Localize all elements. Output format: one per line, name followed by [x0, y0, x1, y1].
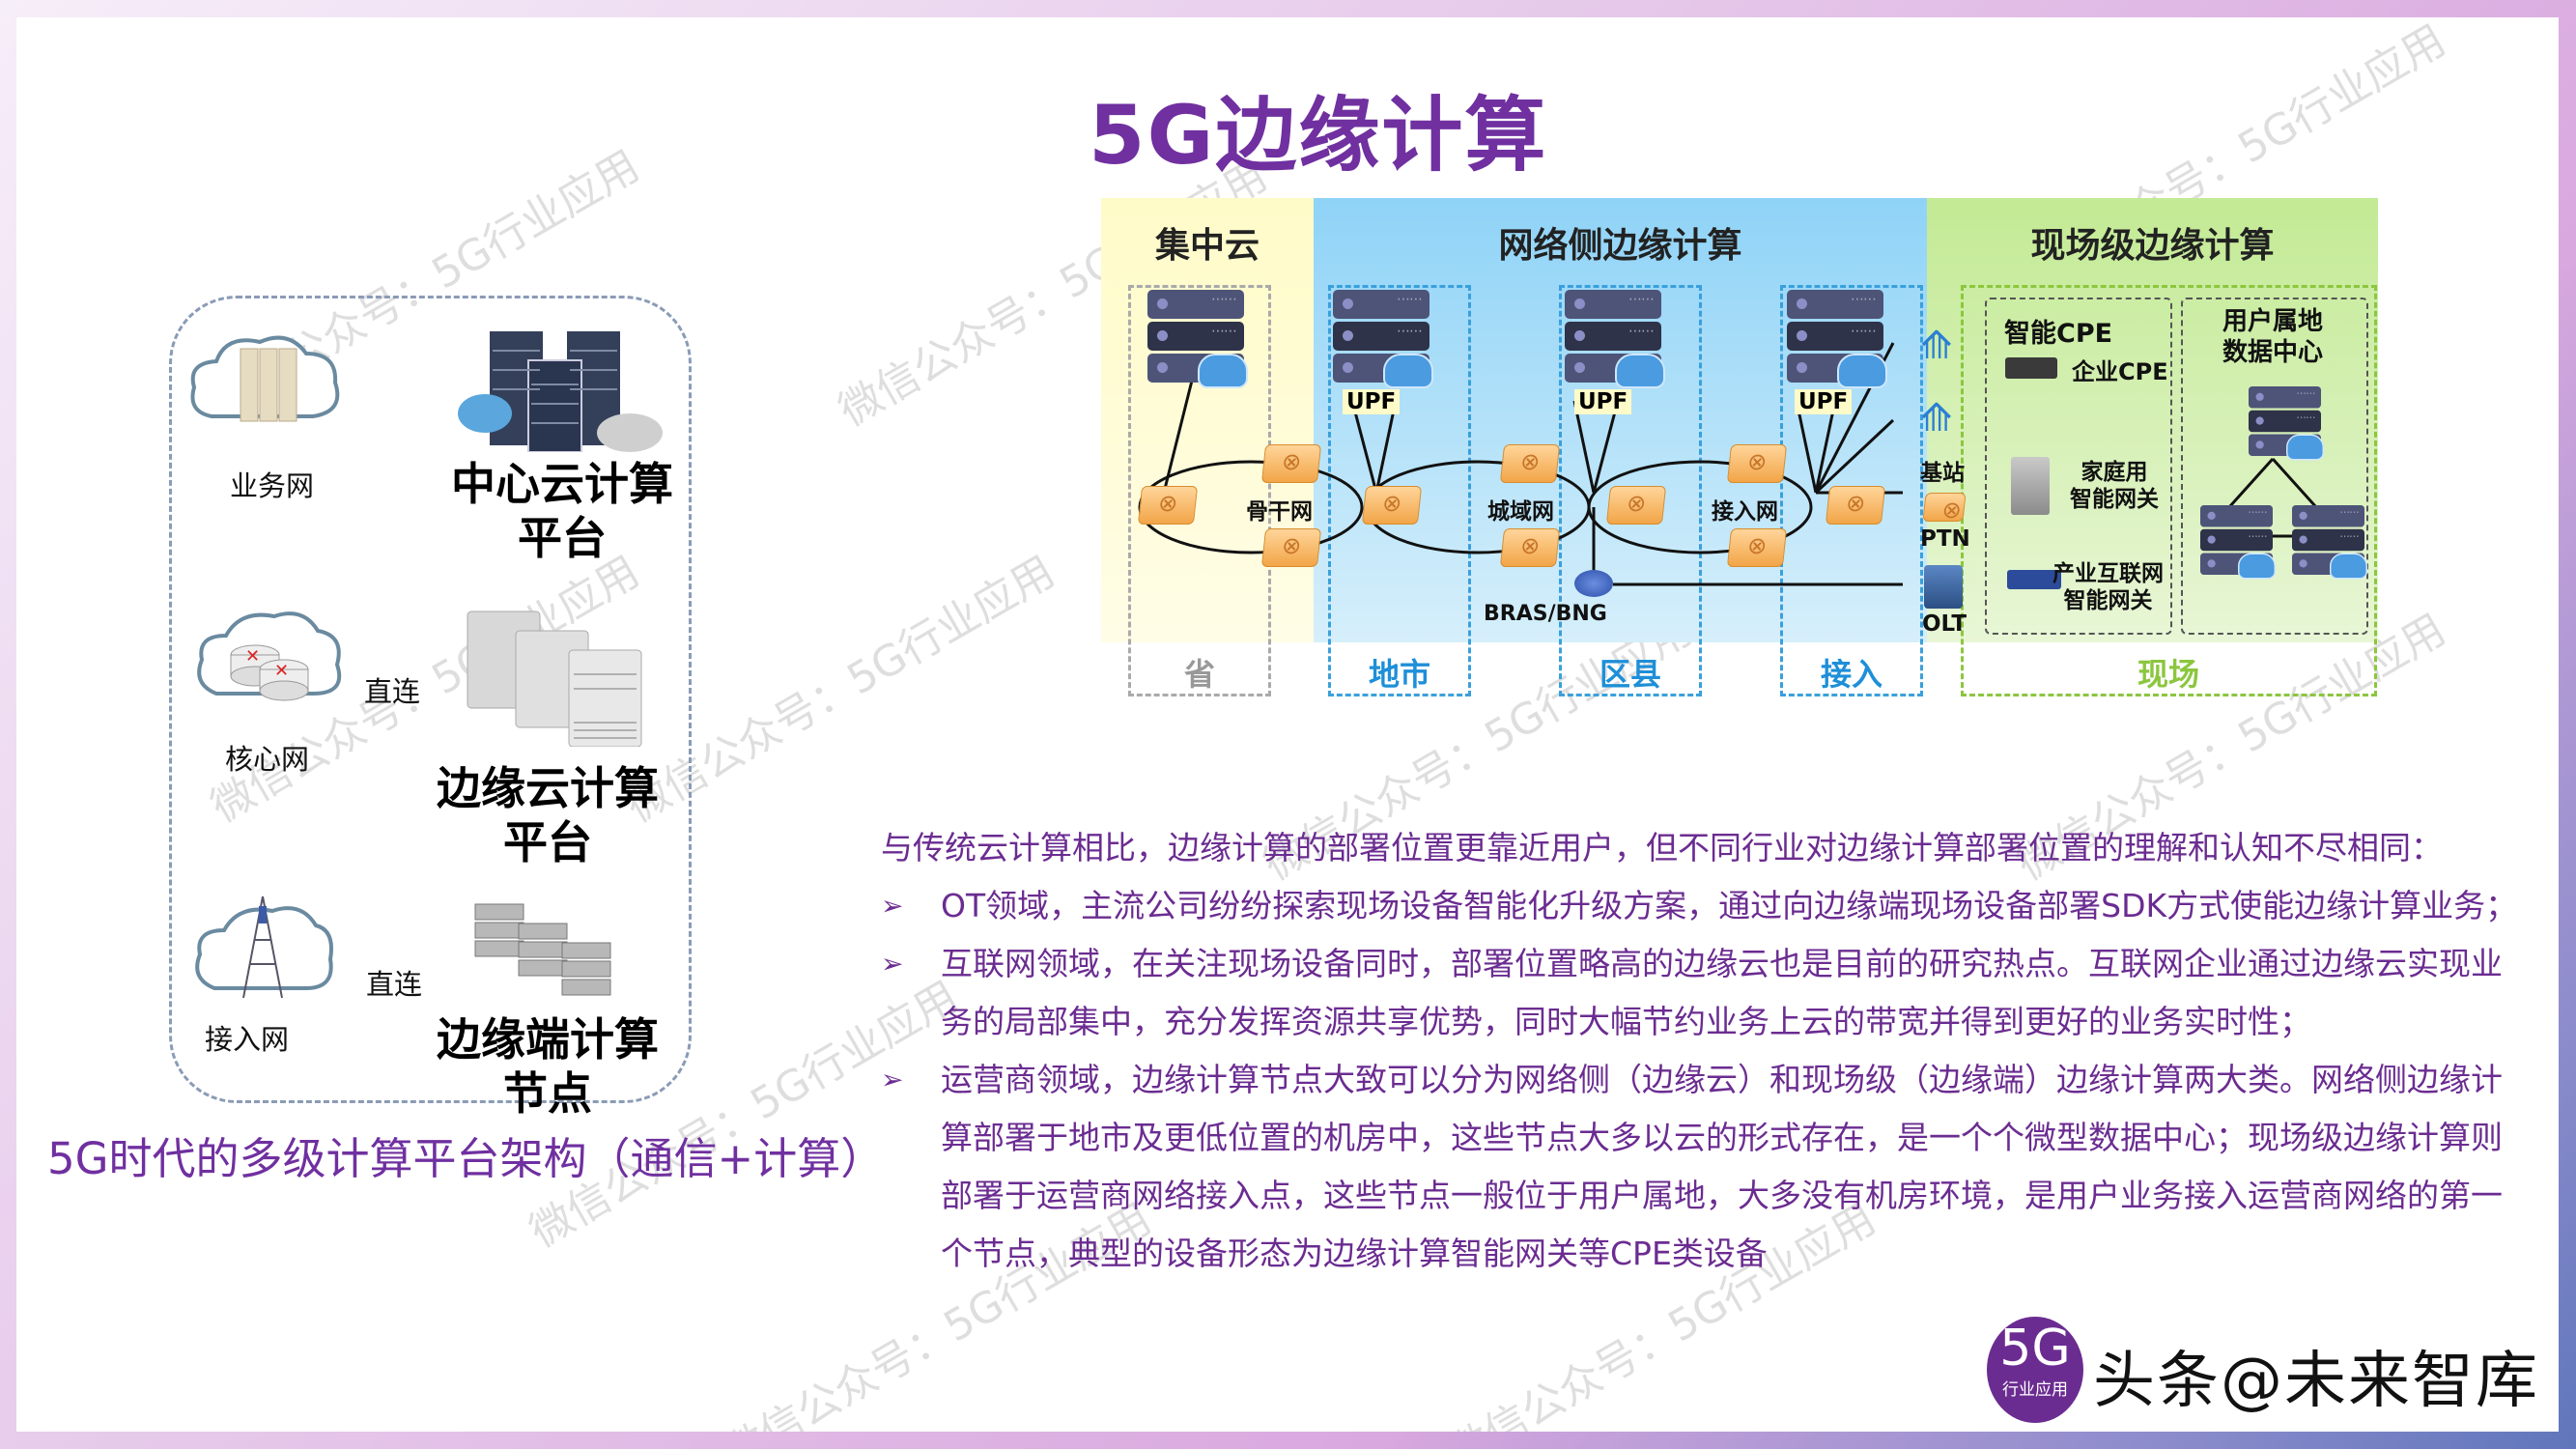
network-name: 城域网: [1487, 499, 1554, 525]
switch-icon: [1499, 528, 1561, 567]
switch-icon: [1726, 444, 1788, 483]
slide: 微信公众号：5G行业应用 微信公众号：5G行业应用 微信公众号：5G行业应用 微…: [16, 17, 2559, 1432]
central-cloud-band: [1101, 198, 1314, 642]
smart-cpe-box: [1985, 298, 2172, 635]
svg-text:✕: ✕: [245, 646, 260, 667]
home-gateway-icon: [2011, 457, 2050, 515]
column-box-site: [1961, 285, 2377, 696]
arrow-bullet-icon: ➢: [881, 890, 904, 922]
direct-link-label: 直连: [366, 968, 423, 1001]
switch-icon: [1361, 486, 1423, 525]
platform-label: 边缘端计算 节点: [437, 1013, 659, 1120]
bullet-internet: ➢ 互联网领域，在关注现场设备同时，部署位置略高的边缘云也是目前的研究热点。互联…: [881, 935, 2542, 1051]
direct-link-label: 直连: [364, 675, 421, 708]
olt-icon: [1924, 565, 1963, 609]
source-credit: 头条@未来智库: [2093, 1346, 2539, 1417]
upf-label: UPF: [1343, 389, 1401, 414]
column-label: 接入: [1820, 656, 1882, 693]
server-icon: [1565, 290, 1665, 388]
column-box-county: [1559, 285, 1702, 696]
access-network-tower-icon: [195, 895, 333, 999]
column-label: 地市: [1368, 656, 1430, 693]
network-edge-band: [1314, 198, 1927, 642]
column-box-access: [1780, 285, 1923, 696]
server-icon: [1333, 290, 1433, 388]
band-title: 网络侧边缘计算: [1498, 226, 1742, 266]
band-title: 现场级边缘计算: [2030, 226, 2275, 266]
svg-text:✕: ✕: [274, 661, 289, 681]
cpe-item: 家庭用 智能网关: [2070, 460, 2159, 512]
user-datacenter-box: [2181, 298, 2368, 635]
bras-router-icon: [1574, 570, 1613, 597]
industrial-gateway-icon: [2007, 570, 2061, 589]
column-box-city: [1328, 285, 1471, 696]
base-station-icon: ⟰: [1920, 396, 1953, 440]
switch-icon: [1726, 528, 1788, 567]
access-device-label: 基站: [1920, 461, 1965, 486]
architecture-box: [169, 296, 692, 1103]
switch-icon: [1825, 486, 1886, 525]
arrow-bullet-icon: ➢: [881, 948, 904, 980]
network-label: 核心网: [225, 743, 310, 776]
column-label: 区县: [1599, 656, 1661, 693]
bras-label: BRAS/BNG: [1484, 602, 1607, 626]
ptn-switch-icon: [1922, 493, 1967, 522]
enterprise-cpe-icon: [2005, 357, 2057, 379]
business-network-cloud-icon: [190, 335, 340, 422]
switch-icon: [1260, 528, 1322, 567]
server-icon: [2292, 505, 2367, 580]
switch-icon: [1137, 486, 1199, 525]
server-icon: [2249, 386, 2324, 461]
smart-cpe-title: 智能CPE: [2004, 319, 2113, 349]
server-icon: [1787, 290, 1887, 388]
intro-text: 与传统云计算相比，边缘计算的部署位置更靠近用户，但不同行业对边缘计算部署位置的理…: [881, 829, 2443, 867]
core-network-cloud-icon: ✕ ✕: [197, 611, 342, 701]
network-label: 业务网: [230, 469, 315, 502]
upf-label: UPF: [1795, 389, 1853, 414]
upf-label: UPF: [1574, 389, 1632, 414]
edge-node-server-icon: [474, 903, 611, 996]
bullet-operator: ➢ 运营商领域，边缘计算节点大致可以分为网络侧（边缘云）和现场级（边缘端）边缘计…: [881, 1051, 2542, 1283]
switch-icon: [1499, 444, 1561, 483]
server-icon: [2200, 505, 2276, 580]
logo-badge: 5G 行业应用: [1987, 1317, 2083, 1423]
platform-label: 中心云计算 平台: [451, 458, 673, 564]
edge-computing-diagram: 集中云 网络侧边缘计算 现场级边缘计算 省 地市 区县 接入 现场: [1101, 198, 2397, 710]
architecture-caption: 5G时代的多级计算平台架构（通信+计算）: [47, 1133, 885, 1184]
band-title: 集中云: [1154, 226, 1260, 266]
edge-cloud-server-icon: [467, 611, 642, 747]
page-title: 5G边缘计算: [1089, 88, 1548, 183]
bullet-ot: ➢ OT领域，主流公司纷纷探索现场设备智能化升级方案，通过向边缘端现场设备部署S…: [881, 877, 2542, 935]
column-box-province: [1128, 285, 1271, 696]
network-name: 骨干网: [1246, 499, 1313, 525]
data-center-rack-icon: [458, 331, 663, 452]
column-label: 省: [1183, 656, 1215, 693]
switch-icon: [1605, 486, 1667, 525]
network-name: 接入网: [1712, 499, 1778, 525]
cpe-item: 企业CPE: [2072, 358, 2168, 385]
network-label: 接入网: [205, 1023, 290, 1056]
server-icon: [1147, 290, 1248, 388]
access-device-label: OLT: [1922, 611, 1967, 637]
base-station-icon: ⟰: [1920, 324, 1953, 368]
cpe-item: 产业互联网 智能网关: [2052, 561, 2164, 613]
arrow-bullet-icon: ➢: [881, 1064, 904, 1095]
access-device-label: PTN: [1920, 526, 1970, 552]
column-label: 现场: [2137, 656, 2199, 693]
user-datacenter-title: 用户属地 数据中心: [2222, 307, 2323, 367]
platform-label: 边缘云计算 平台: [437, 762, 659, 868]
switch-icon: [1260, 444, 1322, 483]
